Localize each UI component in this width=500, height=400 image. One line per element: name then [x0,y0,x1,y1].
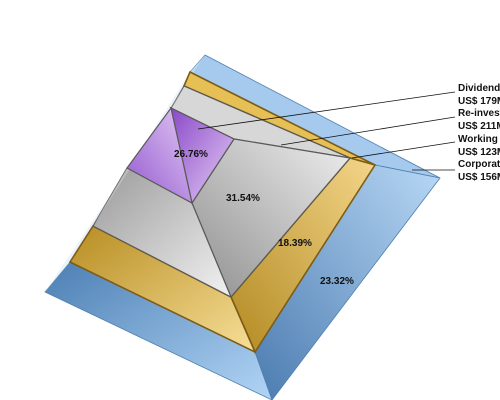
segment-dividends-face-b [126,106,193,205]
callout-corporate-amount: US$ 156M [458,172,500,183]
callout-dividends-amount: US$ 179M [458,96,500,107]
callout-re-investment-amount: US$ 211M [458,121,500,132]
callout-dividends: Dividends US$ 179M [458,83,500,107]
percent-label-working-capital: 18.39% [278,238,312,249]
callout-working-capital-name: Working capital [458,134,500,145]
leader-line-working-capital [351,141,456,159]
callout-dividends-name: Dividends [458,83,500,94]
callout-working-capital: Working capital US$ 123M [458,134,500,158]
percent-label-re-investment: 31.54% [226,193,260,204]
callout-corporate-name: Corporate [458,159,500,170]
leader-line-re-investment [280,116,456,146]
callout-working-capital-amount: US$ 123M [458,147,500,158]
callout-corporate: Corporate US$ 156M [458,159,500,183]
percent-label-dividends: 26.76% [174,149,208,160]
callout-re-investment-name: Re-investment [458,108,500,119]
percent-label-corporate: 23.32% [320,276,354,287]
callout-re-investment: Re-investment US$ 211M [458,108,500,132]
leader-line-dividends [197,91,456,130]
segment-dividends [126,106,235,205]
